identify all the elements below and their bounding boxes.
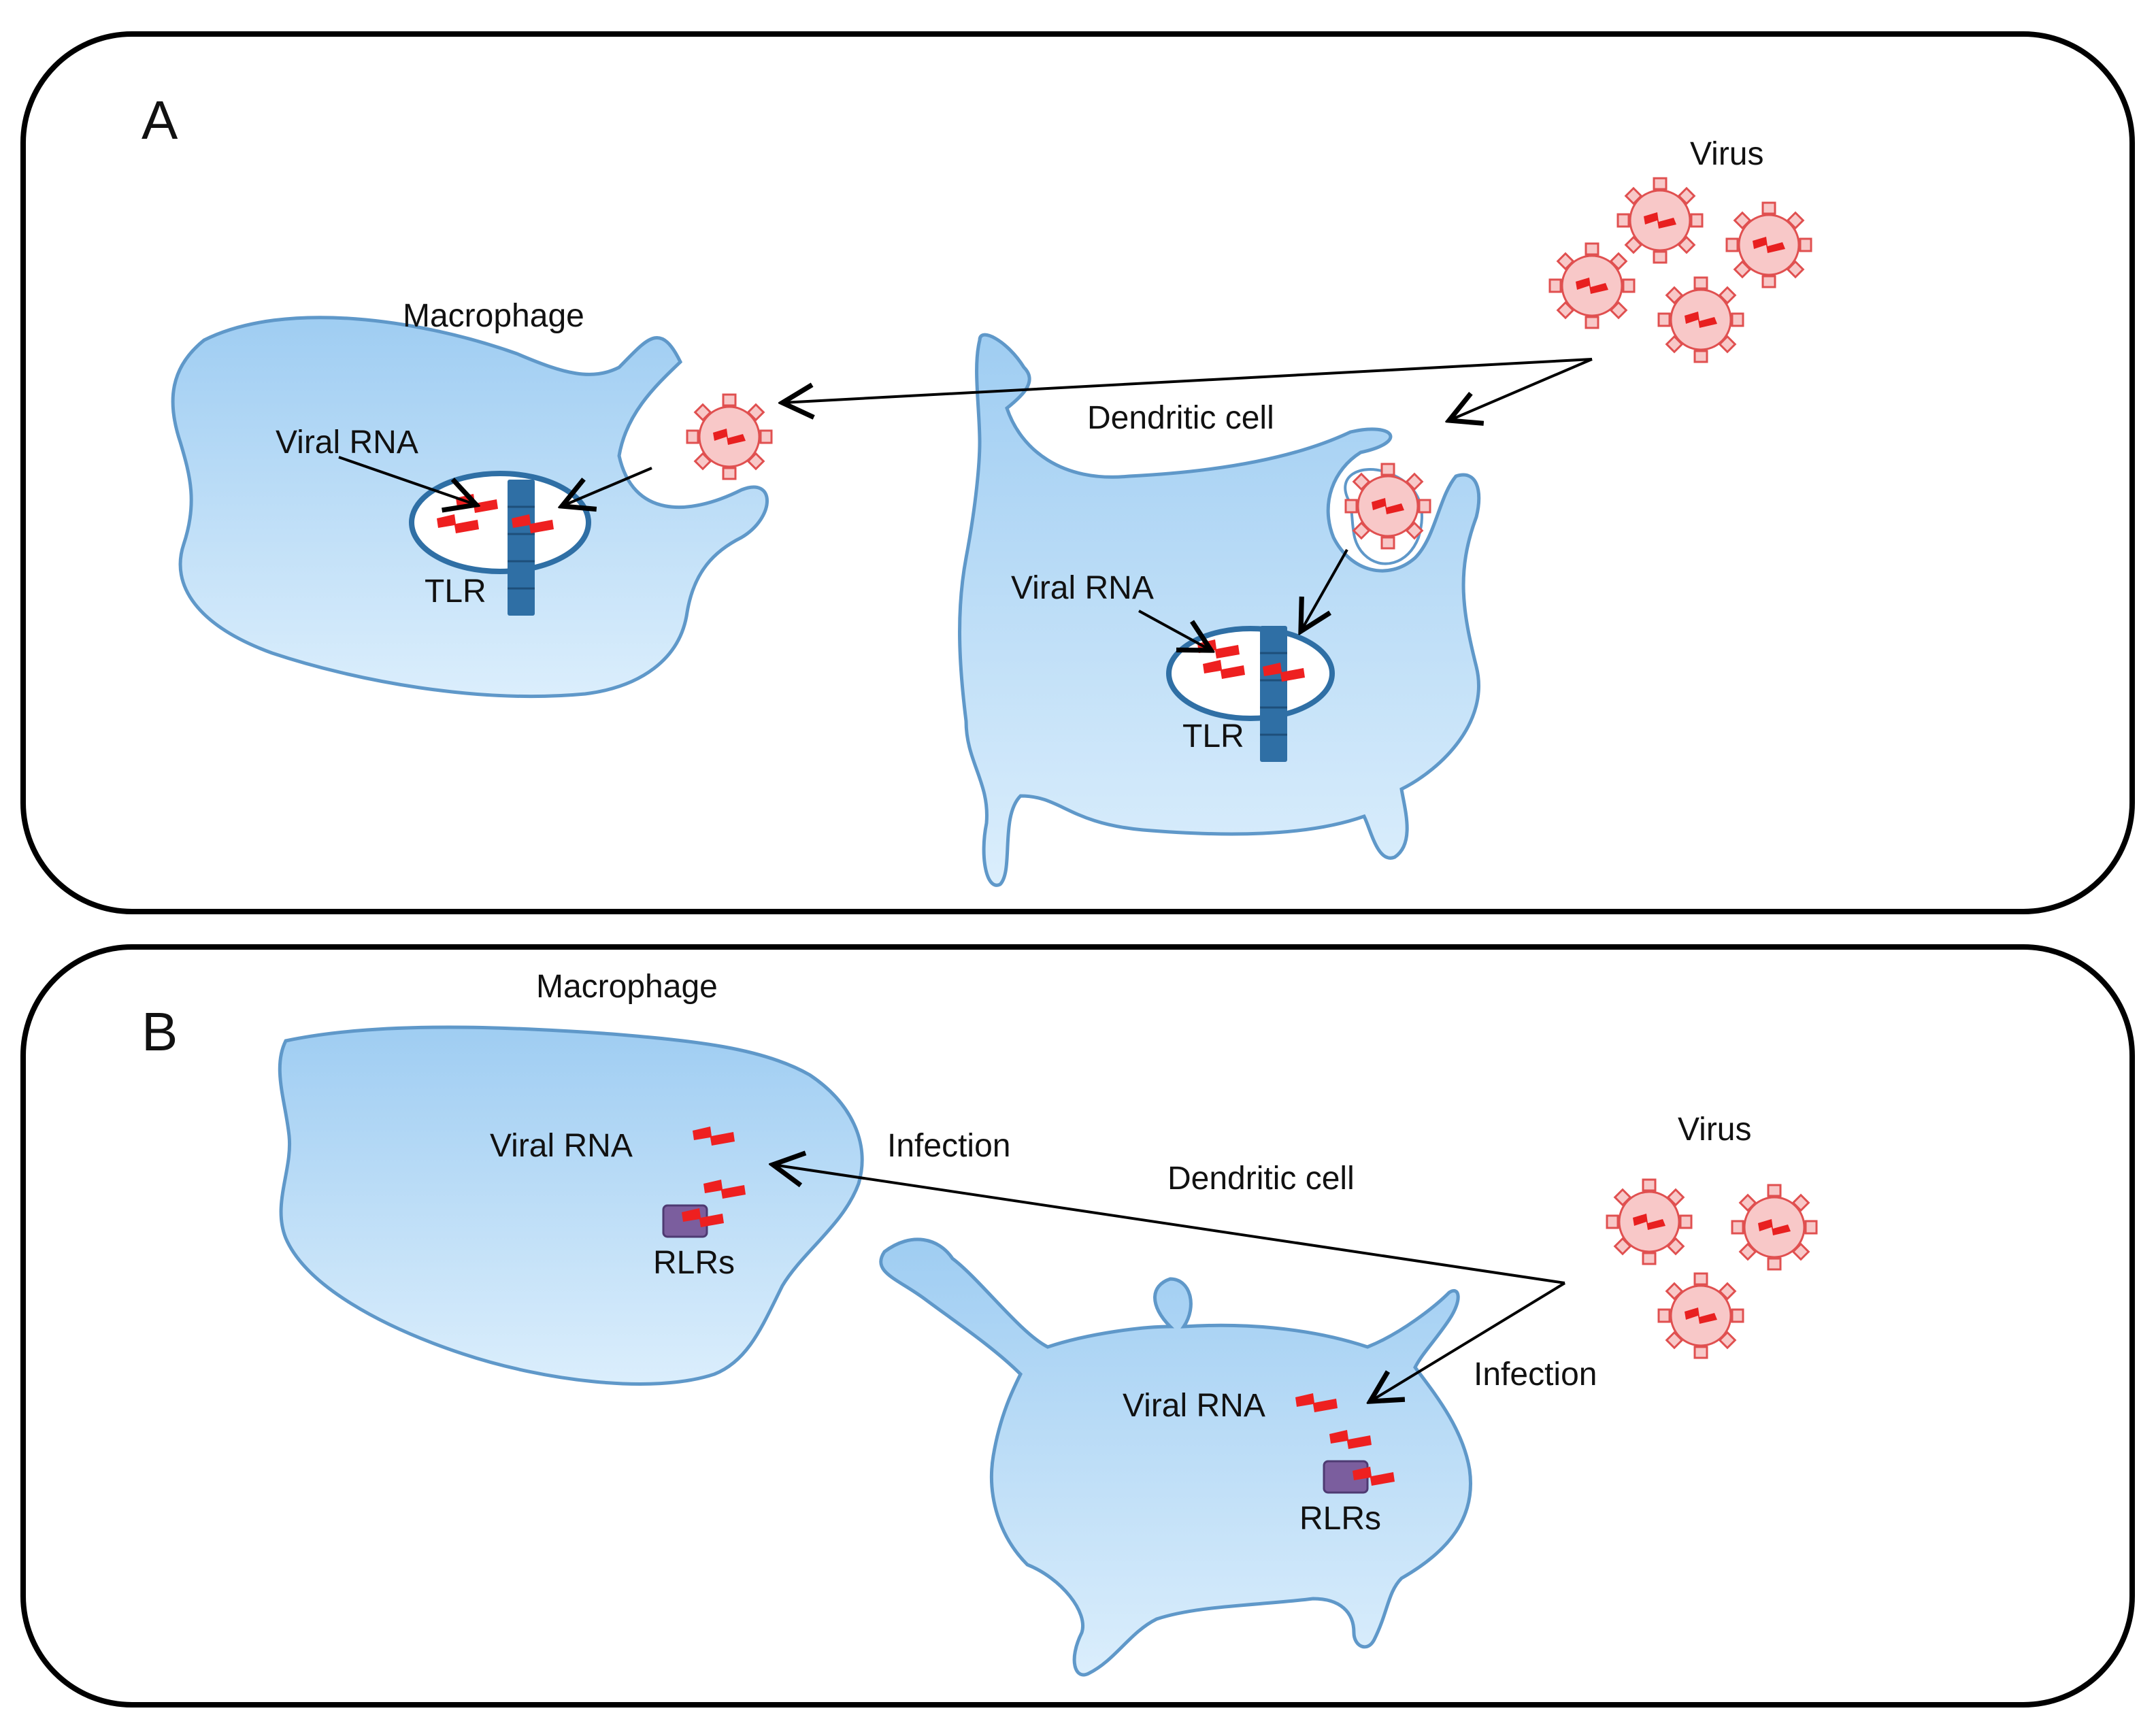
arrow-virus-to-macrophage xyxy=(782,358,1593,403)
macrophage-a-tlr-label: TLR xyxy=(425,573,486,610)
dendritic-b-rlr-label: RLRs xyxy=(1299,1501,1381,1537)
arrow-rna-label-to-dendritic-rna xyxy=(1138,610,1211,650)
macrophage-a-approaching-virus-icon xyxy=(686,393,773,480)
macrophage-a-tlr-receptor-icon xyxy=(508,480,535,616)
arrow-pocket-to-dendritic-endosome xyxy=(1301,549,1348,631)
infection-label-macrophage: Infection xyxy=(887,1128,1010,1164)
dendritic-a-tlr-segments xyxy=(1260,652,1287,736)
infection-label-dendritic: Infection xyxy=(1474,1356,1597,1393)
arrow-virus-infects-dendritic xyxy=(1370,1282,1566,1401)
dendritic-b-rna-label: Viral RNA xyxy=(1123,1388,1265,1424)
panel-a-arrows xyxy=(338,358,1593,650)
dendritic-b-label: Dendritic cell xyxy=(1167,1161,1355,1197)
panel-b: B Viral RNA RLRs Macrophage Viral RNA RL… xyxy=(20,944,2135,1708)
macrophage-a-label: Macrophage xyxy=(403,298,584,334)
panel-a: A Viral RNA TLR Macrophage xyxy=(20,31,2135,914)
arrow-virus-infects-macrophage xyxy=(773,1165,1565,1284)
panel-a-virus-icon-3 xyxy=(1548,242,1636,329)
panel-a-virus-icon-4 xyxy=(1657,276,1744,363)
arrow-virus-to-macrophage-endosome xyxy=(562,467,652,506)
dendritic-a-engulfed-virus-icon xyxy=(1344,463,1431,550)
macrophage-b-label: Macrophage xyxy=(536,969,718,1005)
dendritic-a-rna-label: Viral RNA xyxy=(1011,570,1154,606)
macrophage-a-tlr-segments xyxy=(508,505,535,590)
panel-a-virus-icon-2 xyxy=(1725,201,1812,288)
arrow-rna-label-to-macrophage-rna xyxy=(338,456,476,505)
panel-b-letter: B xyxy=(142,1001,178,1062)
macrophage-a-rna-label: Viral RNA xyxy=(276,424,418,461)
panel-a-virus-icon-1 xyxy=(1616,177,1704,264)
panel-b-virus-icon-3 xyxy=(1657,1272,1744,1359)
panel-b-virus-icon-2 xyxy=(1731,1184,1818,1271)
dendritic-a-label: Dendritic cell xyxy=(1087,400,1274,436)
dendritic-a-tlr-label: TLR xyxy=(1182,718,1244,754)
panel-b-virus-label: Virus xyxy=(1678,1112,1752,1148)
panel-a-virus-label: Virus xyxy=(1690,136,1764,172)
panel-b-virus-icon-1 xyxy=(1606,1178,1693,1265)
arrow-virus-to-dendritic xyxy=(1449,358,1593,420)
dendritic-a-tlr-receptor-icon xyxy=(1260,626,1287,762)
macrophage-b-cell xyxy=(278,1025,864,1386)
panel-a-letter: A xyxy=(142,90,178,150)
macrophage-b-rlr-label: RLRs xyxy=(653,1245,735,1281)
dendritic-a-cell xyxy=(958,333,1481,887)
macrophage-b-rna-label: Viral RNA xyxy=(490,1128,633,1164)
panel-b-arrows xyxy=(773,1165,1566,1401)
dendritic-b-cell xyxy=(879,1237,1472,1677)
